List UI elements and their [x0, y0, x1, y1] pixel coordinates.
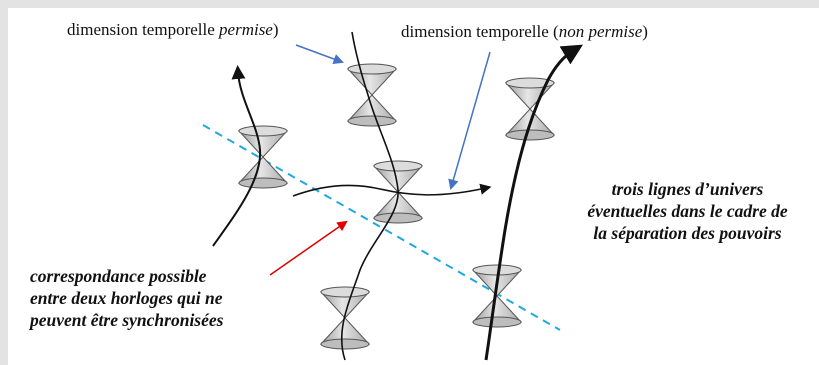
non-permitted-arrow	[451, 52, 490, 188]
label-world-lines-line-3: la séparation des pouvoirs	[560, 222, 815, 244]
light-cone-icon	[348, 64, 396, 126]
label-non-permitted-prefix: dimension temporelle (	[401, 22, 559, 41]
label-permitted-emph: permise	[219, 20, 273, 39]
label-world-lines-line-1: trois lignes d’univers	[560, 178, 815, 200]
label-correspondence-line-2: entre deux horloges qui ne	[30, 287, 223, 309]
light-cone-icon	[239, 126, 287, 188]
non-permitted-path	[293, 185, 486, 196]
label-correspondence-line-1: correspondance possible	[30, 265, 223, 287]
label-permitted-prefix: dimension temporelle	[67, 20, 219, 39]
label-world-lines: trois lignes d’univers éventuelles dans …	[560, 178, 815, 244]
label-non-permitted-time-dimension: dimension temporelle (non permise)	[401, 22, 648, 42]
label-correspondence-line-3: peuvent être synchronisées	[30, 309, 223, 331]
world-line-left	[213, 72, 260, 246]
label-correspondence: correspondance possible entre deux horlo…	[30, 265, 223, 331]
light-cone-icon	[506, 78, 554, 140]
permitted-arrow	[296, 45, 342, 62]
label-non-permitted-suffix: )	[642, 22, 648, 41]
label-non-permitted-emph: non permise	[559, 22, 643, 41]
label-permitted-time-dimension: dimension temporelle permise)	[67, 20, 279, 40]
correspondence-arrow	[270, 222, 346, 275]
label-world-lines-line-2: éventuelles dans le cadre de	[560, 200, 815, 222]
label-permitted-suffix: )	[273, 20, 279, 39]
